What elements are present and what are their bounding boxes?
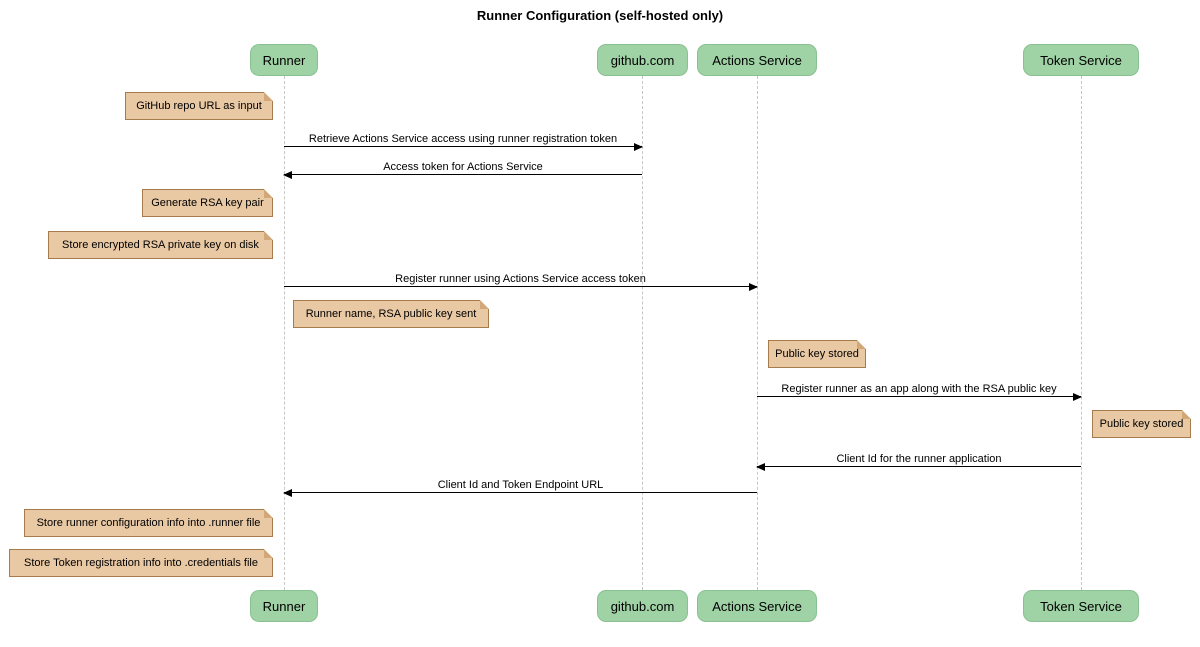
message-label: Register runner using Actions Service ac… <box>395 273 646 285</box>
note-fold-icon <box>264 549 273 558</box>
note-store-encrypted-private-key: Store encrypted RSA private key on disk <box>48 231 273 259</box>
message-access-token-returned: Access token for Actions Service <box>283 157 642 179</box>
participant-label: github.com <box>610 598 675 614</box>
note-fold-icon <box>1182 410 1191 419</box>
note-public-key-stored-token: Public key stored <box>1092 410 1191 438</box>
arrowhead-left-icon <box>756 463 765 471</box>
note-runner-name-public-key-sent: Runner name, RSA public key sent <box>293 300 489 328</box>
note-github-repo-url: GitHub repo URL as input <box>125 92 273 120</box>
note-text: GitHub repo URL as input <box>136 100 262 112</box>
message-line <box>284 146 642 147</box>
note-text: Runner name, RSA public key sent <box>305 308 477 320</box>
note-fold-icon <box>264 189 273 198</box>
participant-label: Token Service <box>1040 598 1122 614</box>
arrowhead-right-icon <box>634 143 643 151</box>
arrowhead-left-icon <box>283 489 292 497</box>
note-generate-rsa-key-pair: Generate RSA key pair <box>142 189 273 217</box>
participant-label: Actions Service <box>712 598 802 614</box>
participant-actions-service-top: Actions Service <box>697 44 817 76</box>
message-line <box>284 492 757 493</box>
participant-label: github.com <box>610 52 675 68</box>
message-line <box>757 396 1081 397</box>
message-retrieve-actions-access: Retrieve Actions Service access using ru… <box>284 129 643 151</box>
participant-token-service-top: Token Service <box>1023 44 1139 76</box>
participant-label: Runner <box>262 52 306 68</box>
note-fold-icon <box>857 340 866 349</box>
arrowhead-left-icon <box>283 171 292 179</box>
participant-label: Token Service <box>1040 52 1122 68</box>
note-text: Public key stored <box>775 348 859 360</box>
arrowhead-right-icon <box>749 283 758 291</box>
message-line <box>284 174 642 175</box>
note-text: Store Token registration info into .cred… <box>24 557 258 569</box>
message-client-id-returned: Client Id for the runner application <box>756 449 1081 471</box>
note-fold-icon <box>264 92 273 101</box>
participant-label: Runner <box>262 598 306 614</box>
participant-actions-service-bottom: Actions Service <box>697 590 817 622</box>
diagram-title: Runner Configuration (self-hosted only) <box>476 8 724 23</box>
note-text: Generate RSA key pair <box>151 197 264 209</box>
message-label: Access token for Actions Service <box>383 161 543 173</box>
arrowhead-right-icon <box>1073 393 1082 401</box>
note-text: Store encrypted RSA private key on disk <box>62 239 259 251</box>
lifeline-runner <box>284 76 285 590</box>
message-label: Retrieve Actions Service access using ru… <box>308 133 618 145</box>
note-store-runner-file: Store runner configuration info into .ru… <box>24 509 273 537</box>
message-label: Client Id and Token Endpoint URL <box>437 479 604 491</box>
lifeline-actions-service <box>757 76 758 590</box>
note-fold-icon <box>480 300 489 309</box>
message-client-id-endpoint-url: Client Id and Token Endpoint URL <box>283 475 757 497</box>
message-register-runner: Register runner using Actions Service ac… <box>284 269 758 291</box>
note-text: Public key stored <box>1099 418 1184 430</box>
participant-runner-bottom: Runner <box>250 590 318 622</box>
message-line <box>284 286 757 287</box>
lifeline-token-service <box>1081 76 1082 590</box>
participant-github-bottom: github.com <box>597 590 688 622</box>
note-text: Store runner configuration info into .ru… <box>36 517 261 529</box>
message-line <box>757 466 1081 467</box>
participant-token-service-bottom: Token Service <box>1023 590 1139 622</box>
participant-label: Actions Service <box>712 52 802 68</box>
note-store-credentials-file: Store Token registration info into .cred… <box>9 549 273 577</box>
lifeline-github <box>642 76 643 590</box>
message-register-runner-app: Register runner as an app along with the… <box>757 379 1082 401</box>
message-label: Client Id for the runner application <box>836 453 1002 465</box>
participant-github-top: github.com <box>597 44 688 76</box>
participant-runner-top: Runner <box>250 44 318 76</box>
note-fold-icon <box>264 231 273 240</box>
note-fold-icon <box>264 509 273 518</box>
message-label: Register runner as an app along with the… <box>781 383 1057 395</box>
note-public-key-stored-actions: Public key stored <box>768 340 866 368</box>
